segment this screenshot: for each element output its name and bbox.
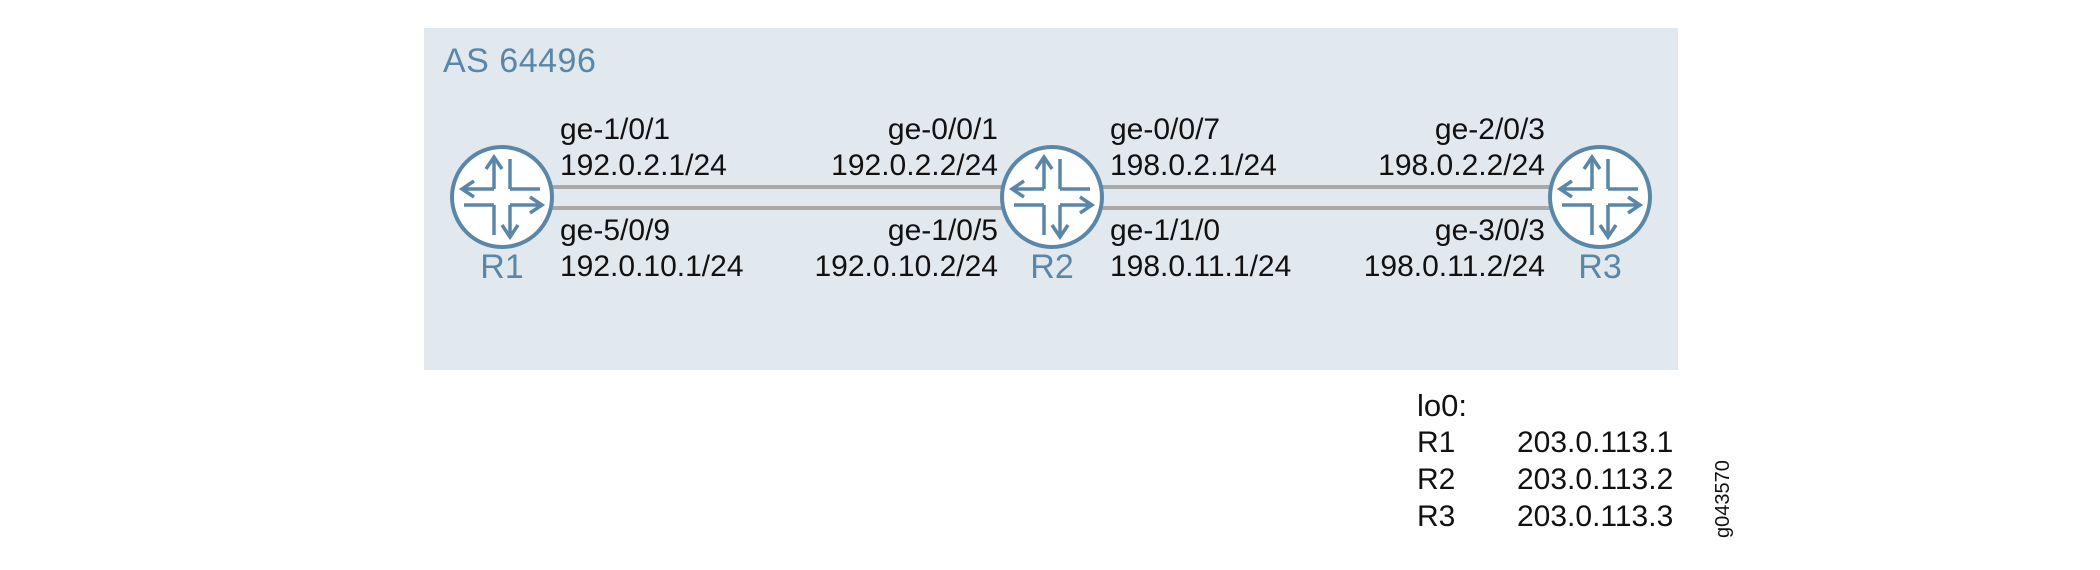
r2-r3-top-right-label: ge-2/0/3 198.0.2.2/24 [1378, 112, 1545, 184]
loopback-router: R3 [1417, 500, 1456, 533]
interface-ip: 198.0.2.1/24 [1110, 149, 1277, 182]
loopback-router: R2 [1417, 463, 1456, 496]
as-label: AS 64496 [443, 42, 597, 80]
loopback-row: R2 203.0.113.2 [1417, 463, 1673, 497]
link-lines [552, 185, 1550, 210]
r1-r2-bottom-left-label: ge-5/0/9 192.0.10.1/24 [560, 213, 744, 285]
r2-r3-bottom-right-label: ge-3/0/3 198.0.11.2/24 [1364, 213, 1545, 285]
loopback-address: 203.0.113.1 [1517, 426, 1674, 459]
router-r3-label: R3 [1578, 248, 1622, 286]
interface-name: ge-2/0/3 [1434, 113, 1545, 146]
loopback-row: R3 203.0.113.3 [1417, 500, 1673, 534]
loopback-address: 203.0.113.2 [1517, 463, 1674, 496]
router-r1-label: R1 [480, 248, 524, 286]
interface-ip: 198.0.11.2/24 [1363, 250, 1545, 283]
loopback-address: 203.0.113.3 [1517, 500, 1674, 533]
interface-name: ge-1/1/0 [1110, 214, 1221, 247]
r1-r2-bottom-right-label: ge-1/0/5 192.0.10.2/24 [814, 213, 998, 285]
interface-ip: 192.0.10.2/24 [814, 250, 998, 283]
figure-id: g043570 [1712, 460, 1734, 538]
interface-ip: 192.0.2.1/24 [560, 149, 727, 182]
loopback-router: R1 [1417, 426, 1456, 459]
loopback-title: lo0: [1417, 388, 1467, 423]
interface-name: ge-1/0/5 [887, 214, 998, 247]
router-r2-label: R2 [1030, 248, 1074, 286]
r1-r2-top-right-label: ge-0/0/1 192.0.2.2/24 [831, 112, 998, 184]
router-r1-icon [450, 145, 554, 249]
loopback-row: R1 203.0.113.1 [1417, 426, 1673, 460]
interface-ip: 192.0.10.1/24 [560, 250, 744, 283]
interface-ip: 198.0.2.2/24 [1378, 149, 1545, 182]
r1-r2-top-left-label: ge-1/0/1 192.0.2.1/24 [560, 112, 727, 184]
router-r3-icon [1548, 145, 1652, 249]
interface-ip: 192.0.2.2/24 [831, 149, 998, 182]
interface-ip: 198.0.11.1/24 [1110, 250, 1292, 283]
interface-name: ge-3/0/3 [1434, 214, 1545, 247]
router-r2-icon [1000, 145, 1104, 249]
interface-name: ge-1/0/1 [560, 113, 671, 146]
interface-name: ge-5/0/9 [560, 214, 671, 247]
r2-r3-bottom-left-label: ge-1/1/0 198.0.11.1/24 [1110, 213, 1291, 285]
interface-name: ge-0/0/1 [887, 113, 998, 146]
interface-name: ge-0/0/7 [1110, 113, 1221, 146]
r2-r3-top-left-label: ge-0/0/7 198.0.2.1/24 [1110, 112, 1277, 184]
